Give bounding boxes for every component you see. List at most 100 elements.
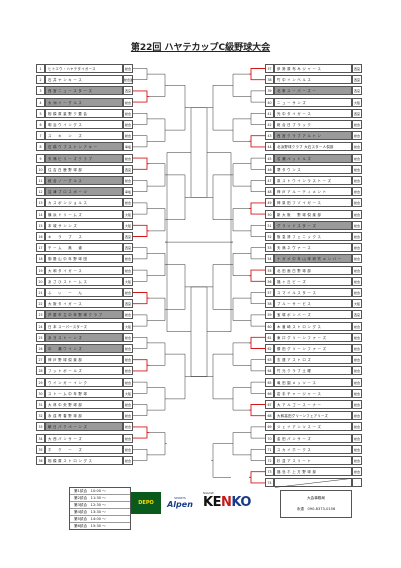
- team-name: 阪 急 清 フ ェ ニ ッ ク ス: [274, 232, 352, 241]
- bracket-line: [133, 337, 148, 349]
- team-number: 48: [265, 187, 274, 197]
- team-name: 東 口 グ リ ー ン フ ァ ー ズ: [274, 332, 352, 342]
- depo-logo: DEPO: [131, 492, 161, 514]
- kenko-n: N: [220, 495, 232, 510]
- team-number: 62: [265, 344, 274, 353]
- team-name: 本 城 サ ン ン ズ: [45, 220, 123, 230]
- team-area: 総合: [123, 400, 133, 409]
- team-name: 光 中 タ イ ガ ー ス: [274, 108, 352, 118]
- team-name: ニ ュ ー サ ン ズ: [274, 97, 352, 107]
- team-name: 神 戸 ア ル ー テ ィ メ ン ト: [274, 187, 352, 197]
- team-area: 西宮: [352, 86, 362, 96]
- team-area: 総合: [123, 366, 133, 376]
- team-area: 大阪: [123, 220, 133, 230]
- bracket-line: [133, 292, 148, 305]
- team-name: 木 曽 崎 ス ト ロ ン グ ス: [274, 321, 352, 331]
- bracket-line: [250, 336, 265, 349]
- team-name: 大 林 中 央 野 球 部: [45, 400, 123, 409]
- team-name: 新 大 阪 野 球 倶 楽 部: [274, 209, 352, 219]
- team-area: 総合: [352, 265, 362, 275]
- team-number: 40: [265, 97, 274, 107]
- bracket-line: [212, 264, 231, 310]
- team-name: 金 田 パ ン サ ー ズ: [274, 433, 352, 443]
- bracket-line: [250, 314, 265, 327]
- team-number: 17: [36, 243, 45, 253]
- team-area: 総合: [123, 355, 133, 365]
- bracket-line: [133, 449, 148, 461]
- bracket-line: [250, 247, 265, 260]
- team-area: 大阪: [123, 209, 133, 219]
- bracket-line: [232, 342, 249, 366]
- team-name: 北 条 ス ー パ ー ズ ー: [274, 86, 352, 96]
- team-area: 大阪: [352, 97, 362, 107]
- team-name: 永 遠 青 春 野 球 部: [45, 411, 123, 421]
- team-area: 西宮: [352, 75, 362, 85]
- team-area: 総合: [352, 164, 362, 174]
- team-area: 総合: [123, 120, 133, 129]
- office-title: 大会事務局: [307, 496, 325, 500]
- team-area: 総合: [352, 456, 362, 465]
- team-area: 総合: [352, 366, 362, 376]
- team-name: 北浜野球クラブ 大石スター人倶部: [274, 142, 352, 152]
- team-area: 大阪: [352, 299, 362, 309]
- bracket-line: [232, 297, 249, 321]
- team-area: 総合: [123, 254, 133, 264]
- team-area: 総合: [352, 444, 362, 454]
- team-number: 26: [36, 344, 45, 353]
- team-area: 総合: [352, 243, 362, 253]
- team-number: 61: [265, 332, 274, 342]
- team-number: 34: [36, 433, 45, 443]
- team-number: 30: [36, 388, 45, 398]
- team-name: ホ ク ー ズ: [45, 444, 123, 454]
- team-name: 竹 中 イ ン ベ ル ス: [274, 75, 352, 85]
- team-area: 総合: [123, 64, 133, 73]
- team-name: グ ラ ン ド ス タ ー ズ: [274, 220, 352, 230]
- team-number: 18: [36, 254, 45, 264]
- team-area: 総合: [352, 153, 362, 163]
- team-number: 7: [36, 131, 45, 141]
- team-name: ナ ガ オ 中 年 山 球 研 究 メ ン バ ー: [274, 254, 352, 264]
- team-area: 総合: [352, 198, 362, 208]
- team-name: 西 宮 ク ラ ブ ア ル ト ン: [274, 131, 352, 141]
- team-name: 勝 田 グ リ ー ン フ ァ ー ズ: [274, 344, 352, 353]
- bracket-line: [133, 68, 148, 80]
- bracket-line: [149, 432, 166, 456]
- kenko-ke: KE: [203, 495, 221, 510]
- team-name: ふ ぃ ー ん: [45, 288, 123, 297]
- bracket-line: [212, 174, 231, 220]
- bracket-line: [250, 449, 265, 461]
- team-area: 総合: [352, 232, 362, 241]
- bracket-line: [232, 208, 249, 232]
- schedule-row: 第4試合 13:30 〜: [70, 509, 130, 516]
- alpen-logo-top: SPORTS: [174, 496, 186, 500]
- team-name: 天 満 ビ リ ー ズ ク ラ ブ: [45, 153, 123, 163]
- team-name: 名 瀬 ペ ッ ト ル ズ: [274, 153, 352, 163]
- team-number: 11: [36, 176, 45, 185]
- bracket-line: [149, 253, 166, 276]
- bracket-line: [250, 180, 265, 192]
- team-number: 14: [36, 209, 45, 219]
- team-number: 72: [265, 456, 274, 465]
- team-name: 堺 タ ウ ン ス: [274, 164, 352, 174]
- team-number: 33: [36, 422, 45, 432]
- schedule-row: 第3試合 12:30 〜: [70, 502, 130, 509]
- schedule-row: 第2試合 11:30 〜: [70, 495, 130, 502]
